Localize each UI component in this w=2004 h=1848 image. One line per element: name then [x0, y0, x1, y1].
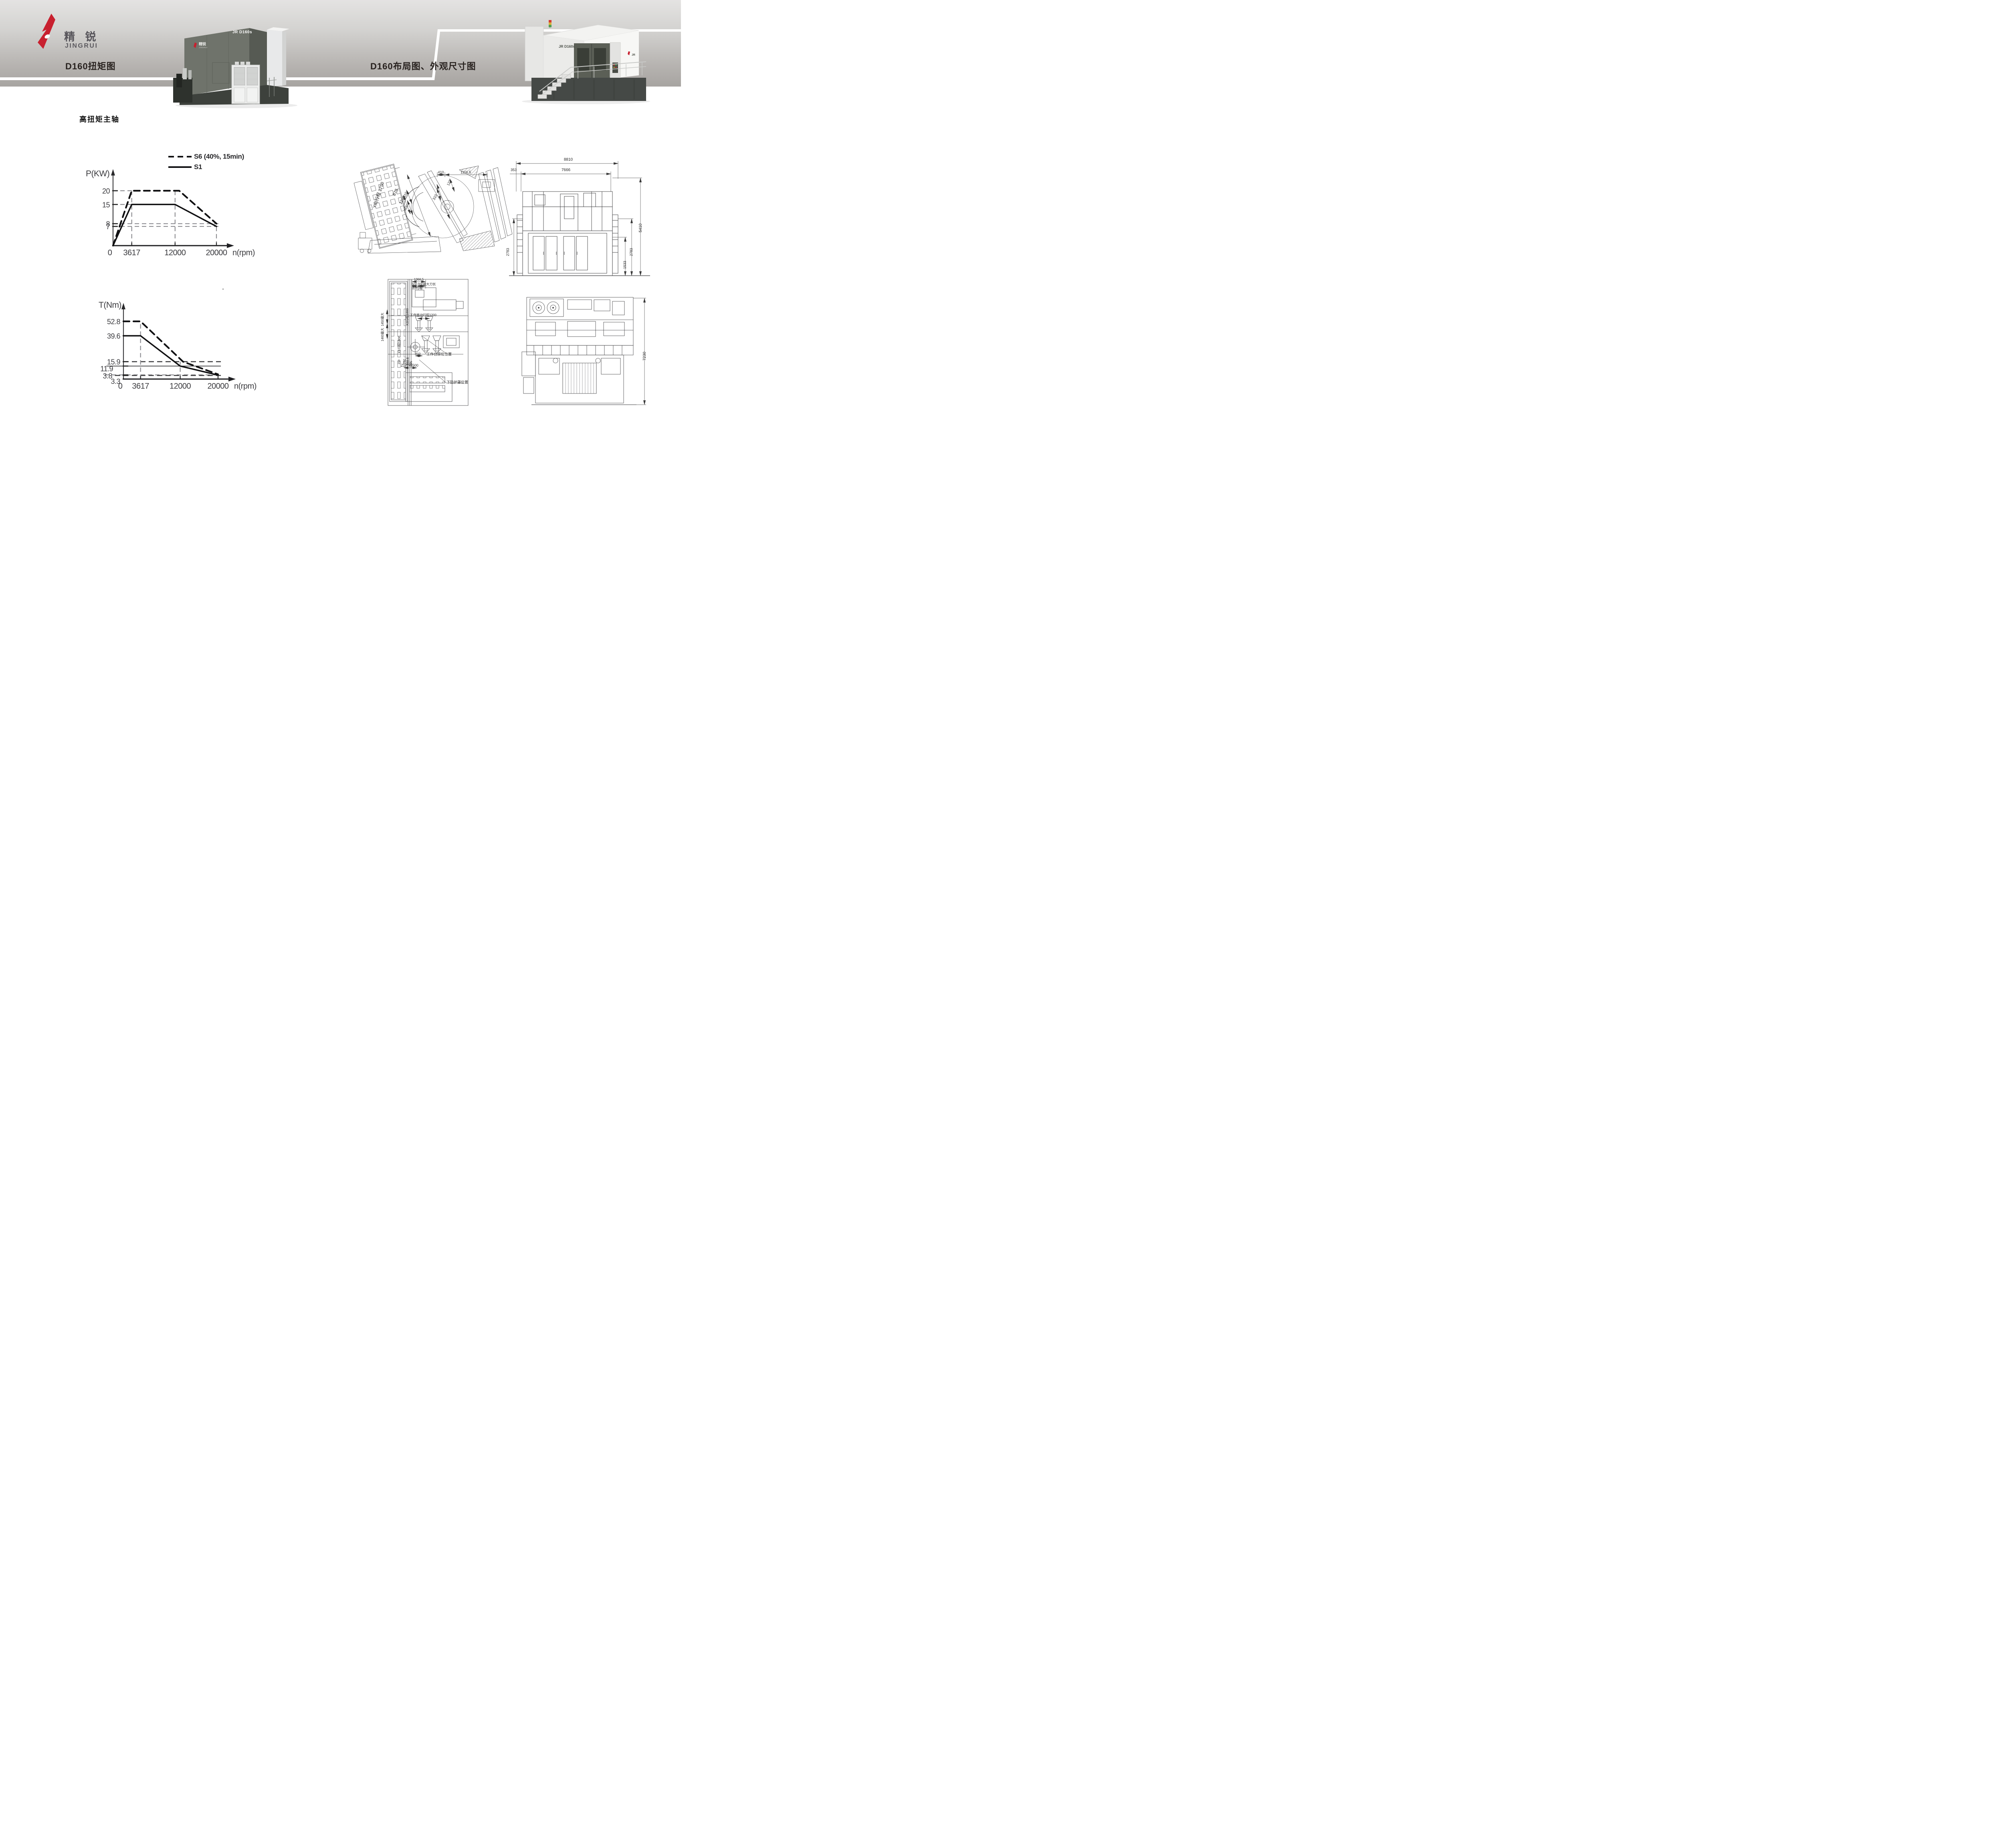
svg-text:8: 8	[106, 220, 110, 228]
left-machine-logo-cn: 精锐	[199, 42, 206, 46]
svg-text:P(KW): P(KW)	[86, 169, 109, 178]
svg-text:n(rpm): n(rpm)	[232, 248, 255, 257]
brand-name-cn: 精 锐	[64, 31, 100, 43]
label-z1-travel: Z1行程500	[401, 363, 418, 367]
svg-text:0: 0	[118, 382, 123, 391]
right-machine-badge: JR D160s	[559, 44, 575, 48]
jingrui-arrow-logo	[38, 14, 55, 49]
legend-item-s6: S6 (40%, 15min)	[168, 151, 244, 162]
svg-text:39.6: 39.6	[107, 332, 121, 340]
svg-text:12000: 12000	[170, 382, 191, 391]
dim-2783-left: 2783	[506, 248, 510, 256]
dim-410-side: 410	[438, 170, 444, 174]
svg-text:52.8: 52.8	[107, 318, 121, 326]
dim-7230: 7230	[642, 351, 647, 361]
dim-1533: 1533	[623, 260, 627, 269]
svg-text:20000: 20000	[207, 382, 228, 391]
power-chart: 0 3617 12000 20000 n(rpm) 20 15 87 P(KW)	[86, 169, 255, 257]
left-machine-badge: JR D160s	[232, 30, 253, 34]
drawing-side-view	[354, 163, 513, 254]
torque-chart: 0 3617 12000 20000 n(rpm) 52.8 39.6 15.911.93.8…	[99, 301, 257, 391]
dim-500: 500	[412, 282, 417, 286]
label-max-1460: 1460最大	[381, 328, 384, 341]
page: 精 锐 JINGRUI D160扭矩图 D160布局图、外观尺寸图 精锐 JIN…	[0, 0, 681, 462]
svg-text:15: 15	[102, 201, 110, 209]
page-title-right: D160布局图、外观尺寸图	[370, 61, 476, 71]
label-x2-travel: X2行程1800	[406, 308, 409, 326]
label-max-1450: 1450最大	[381, 313, 384, 326]
dim-1366-5: 1366.5	[414, 278, 424, 281]
svg-text:n(rpm): n(rpm)	[234, 382, 257, 391]
machine-render-right	[522, 20, 650, 104]
drawing-plan-view	[386, 279, 469, 406]
left-machine-logo-en: JINGRUI	[199, 46, 208, 48]
svg-text:3.3: 3.3	[111, 377, 120, 385]
dim-5410: 5410	[638, 223, 643, 232]
svg-text:3617: 3617	[123, 248, 140, 257]
section-subtitle: 高扭矩主轴	[79, 115, 119, 123]
svg-text:20: 20	[102, 187, 110, 195]
page-title-left: D160扭矩图	[65, 61, 116, 71]
dim-1116-5: 1116.5	[460, 170, 471, 174]
machine-render-left	[173, 27, 297, 108]
brand-name-en: JINGRUI	[65, 42, 98, 49]
drawing-front-view	[509, 161, 650, 276]
svg-text:0: 0	[108, 248, 112, 257]
dim-210: 210	[398, 359, 401, 364]
drawing-top-view	[521, 297, 646, 405]
svg-text:11.9: 11.9	[100, 365, 113, 373]
legend-label-s1: S1	[194, 163, 202, 171]
dim-410-plan: 410	[415, 352, 421, 356]
svg-text:12000: 12000	[164, 248, 186, 257]
legend-item-s1: S1	[168, 162, 244, 172]
right-machine-corner-logo: JR	[632, 54, 635, 56]
label-z2-travel: Z2行程	[412, 286, 423, 290]
label-lower-guard: 下防护罩位置	[446, 380, 469, 384]
dim-2783-right: 2783	[629, 248, 633, 256]
svg-text:15.9: 15.9	[107, 358, 121, 366]
label-table-home: 工作台原位位置	[426, 352, 452, 356]
dim-8810: 8810	[564, 157, 573, 162]
svg-text:3.8: 3.8	[103, 372, 112, 380]
dim-7666: 7666	[561, 168, 571, 172]
label-work-travel: 工件移动行程1200	[410, 313, 436, 317]
dim-353: 353	[511, 168, 517, 172]
legend-solid-line	[168, 166, 192, 168]
svg-text:7: 7	[106, 223, 110, 231]
label-x1-travel: X1行程1800	[398, 336, 401, 353]
svg-text:20000: 20000	[206, 248, 227, 257]
stray-dot	[222, 288, 224, 290]
chart-legend: S6 (40%, 15min) S1	[168, 151, 244, 172]
svg-text:T(Nm): T(Nm)	[99, 301, 121, 310]
legend-label-s6: S6 (40%, 15min)	[194, 153, 244, 160]
dim-300-tool: 300最大刀长	[418, 282, 436, 286]
legend-dashed-line	[168, 156, 192, 157]
svg-text:3617: 3617	[132, 382, 149, 391]
